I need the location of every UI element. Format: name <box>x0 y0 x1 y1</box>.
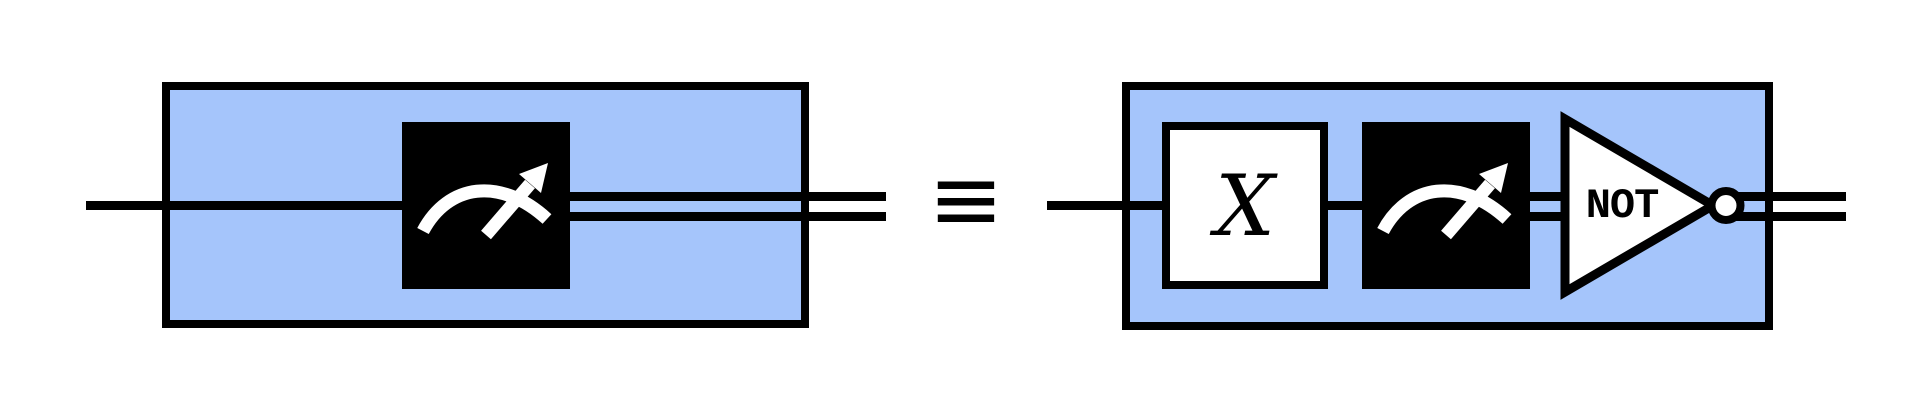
left-measurement-gate <box>402 122 570 289</box>
right-measure-to-not-wire-bottom <box>1528 212 1566 221</box>
left-output-classical-wire-bottom <box>570 212 886 221</box>
right-output-classical-wire-bottom <box>1730 212 1846 221</box>
x-gate: X <box>1162 122 1328 289</box>
right-measure-to-not-wire-top <box>1528 192 1566 201</box>
not-gate-triangle <box>1560 111 1722 300</box>
right-input-quantum-wire <box>1047 201 1169 210</box>
right-x-to-measure-wire <box>1322 201 1368 210</box>
equivalence-symbol: ≡ <box>928 147 1004 252</box>
not-output-bubble-icon <box>1707 187 1745 224</box>
measurement-gauge-icon <box>417 163 552 240</box>
not-gate-label: NOT <box>1585 181 1660 230</box>
measurement-gauge-icon <box>1377 163 1512 240</box>
right-measurement-gate <box>1362 122 1530 289</box>
not-gate <box>1560 111 1745 300</box>
right-output-classical-wire-top <box>1730 192 1846 201</box>
left-input-quantum-wire <box>86 201 408 210</box>
x-gate-label: X <box>1215 156 1275 255</box>
left-output-classical-wire-top <box>570 192 886 201</box>
